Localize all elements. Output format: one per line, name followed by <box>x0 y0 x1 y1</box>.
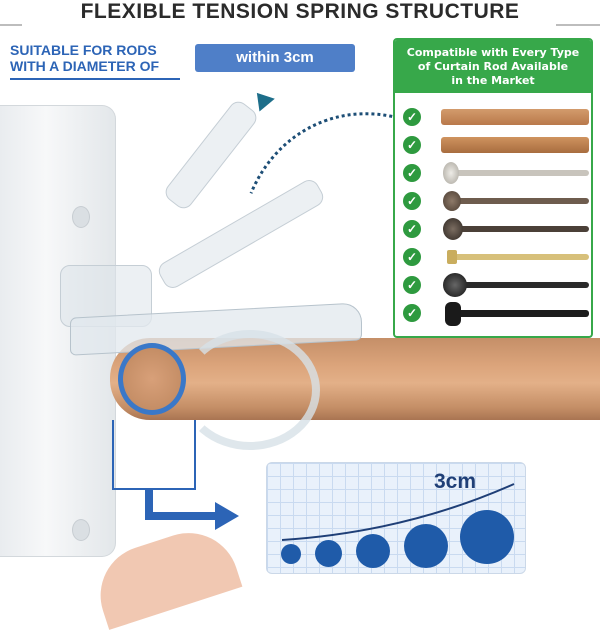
silver-finial <box>443 162 459 184</box>
diameter-max-label: 3cm <box>434 470 477 493</box>
check-circle-icon: ✓ <box>403 220 421 238</box>
diameter-circle-3 <box>356 534 390 568</box>
light-wood-rod-image <box>441 109 589 125</box>
rod-diameter-label-line1: SUITABLE FOR RODS <box>10 42 157 58</box>
rod-row-black-ball: ✓ <box>403 273 589 298</box>
screw-hole-bottom <box>72 519 90 541</box>
rod-diameter-label: SUITABLE FOR RODS WITH A DIAMETER OF <box>10 42 192 74</box>
check-circle-icon: ✓ <box>403 136 421 154</box>
compatibility-title: Compatible with Every Type of Curtain Ro… <box>395 40 591 93</box>
silver-finial-rod-image <box>451 170 589 176</box>
compatibility-title-line3: in the Market <box>451 74 535 87</box>
motion-arrow-icon <box>249 86 275 112</box>
growth-curve <box>281 483 515 541</box>
callout-arrow-shaft <box>145 512 217 520</box>
screw-hole-top <box>72 206 90 228</box>
diameter-value-badge: within 3cm <box>195 44 355 72</box>
dark-bronze-finial-rod-image <box>451 226 589 232</box>
check-circle-icon: ✓ <box>403 248 421 266</box>
check-circle-icon: ✓ <box>403 276 421 294</box>
page-title: FLEXIBLE TENSION SPRING STRUCTURE <box>80 0 520 23</box>
black-ball-finial <box>443 273 467 297</box>
black-finial-rod-image <box>455 310 589 317</box>
black-ball-rod-image <box>455 282 589 288</box>
gold-cap <box>447 250 457 264</box>
compatibility-title-line1: Compatible with Every Type <box>406 46 580 59</box>
diameter-circle-2 <box>315 540 342 567</box>
clip-ghost-upper <box>161 97 261 213</box>
arrow-right-icon <box>215 502 239 530</box>
rod-row-wood: ✓ <box>403 134 589 158</box>
bronze-finial <box>443 191 461 211</box>
check-circle-icon: ✓ <box>403 304 421 322</box>
rod-row-dark-bronze: ✓ <box>403 218 589 242</box>
rod-end-highlight <box>118 343 186 415</box>
rod-row-black-finial: ✓ <box>403 302 589 326</box>
dark-bronze-finial <box>443 218 463 240</box>
gold-rod-image <box>451 254 589 260</box>
check-circle-icon: ✓ <box>403 164 421 182</box>
rod-row-bronze: ✓ <box>403 190 589 214</box>
compatibility-title-line2: of Curtain Rod Available <box>417 60 569 73</box>
spec-underline <box>10 78 180 80</box>
callout-arrow-stem <box>145 488 153 518</box>
rod-row-silver: ✓ <box>403 162 589 186</box>
check-circle-icon: ✓ <box>403 108 421 126</box>
check-circle-icon: ✓ <box>403 192 421 210</box>
compatibility-card: Compatible with Every Type of Curtain Ro… <box>393 38 593 338</box>
rod-row-gold: ✓ <box>403 246 589 270</box>
rod-diameter-label-line2: WITH A DIAMETER OF <box>10 58 160 74</box>
bronze-rod-image <box>451 198 589 204</box>
adhesive-mounting-plate <box>0 105 116 557</box>
spring-clip-ring <box>180 330 320 450</box>
diameter-circle-5 <box>460 510 514 564</box>
black-finial <box>445 302 461 326</box>
diameter-circle-1 <box>281 544 301 564</box>
headline-rule-left <box>0 24 22 26</box>
rod-row-light-wood: ✓ <box>403 106 589 130</box>
diameter-circle-4 <box>404 524 448 568</box>
headline-rule-right <box>556 24 600 26</box>
callout-bracket <box>112 420 196 490</box>
wood-rod-image <box>441 137 589 153</box>
